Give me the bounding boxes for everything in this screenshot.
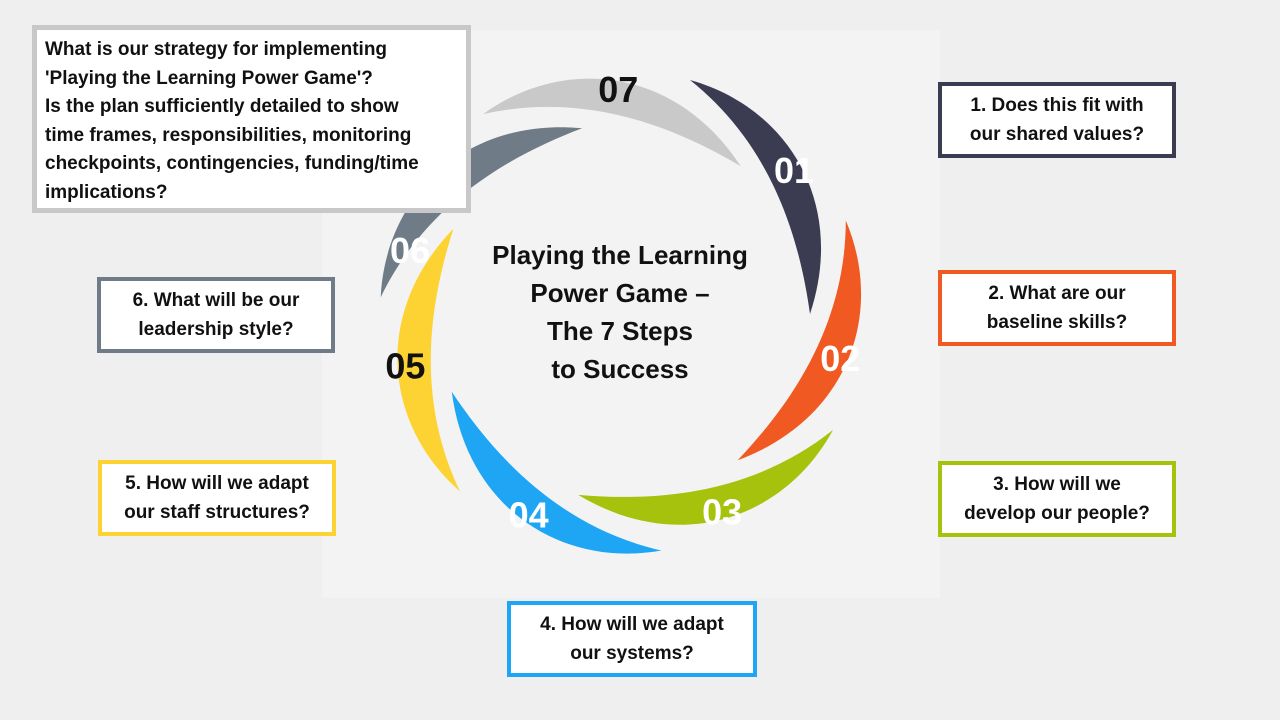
question-box-3: 3. How will we develop our people? — [938, 461, 1176, 537]
center-title: Playing the Learning Power Game – The 7 … — [492, 240, 748, 384]
petal-shape-03 — [578, 429, 834, 525]
step-number-01: 01 — [774, 150, 814, 191]
question-6-text: 6. What will be our leadership style? — [132, 290, 300, 340]
question-1-text: 1. Does this fit with our shared values? — [969, 95, 1145, 145]
petal-shape-05 — [397, 228, 461, 492]
petal-step-07 — [483, 78, 741, 167]
step-number-06: 06 — [390, 230, 430, 271]
question-4-text: 4. How will we adapt our systems? — [540, 614, 724, 664]
petal-shape-07 — [483, 78, 741, 167]
petal-step-01 — [690, 80, 822, 314]
question-2-text: 2. What are our baseline skills? — [986, 283, 1128, 333]
question-box-4: 4. How will we adapt our systems? — [507, 601, 757, 677]
question-5-text: 5. How will we adapt our staff structure… — [124, 473, 310, 523]
step-number-02: 02 — [820, 338, 860, 379]
petal-step-05 — [397, 228, 461, 492]
petal-shape-04 — [451, 391, 662, 554]
question-box-1: 1. Does this fit with our shared values? — [938, 82, 1176, 158]
petal-step-04 — [451, 391, 662, 554]
petal-step-03 — [578, 429, 834, 525]
step-number-04: 04 — [509, 495, 549, 536]
step-number-03: 03 — [702, 491, 742, 532]
petal-step-02 — [737, 220, 862, 461]
petal-shape-01 — [690, 80, 822, 314]
question-box-6: 6. What will be our leadership style? — [97, 277, 335, 353]
step-number-05: 05 — [385, 345, 425, 386]
strategy-question-box: What is our strategy for implementing 'P… — [32, 25, 471, 213]
question-3-text: 3. How will we develop our people? — [964, 474, 1150, 524]
question-box-2: 2. What are our baseline skills? — [938, 270, 1176, 346]
step-number-07: 07 — [598, 69, 638, 110]
petal-shape-02 — [737, 220, 862, 461]
question-box-5: 5. How will we adapt our staff structure… — [98, 460, 336, 536]
